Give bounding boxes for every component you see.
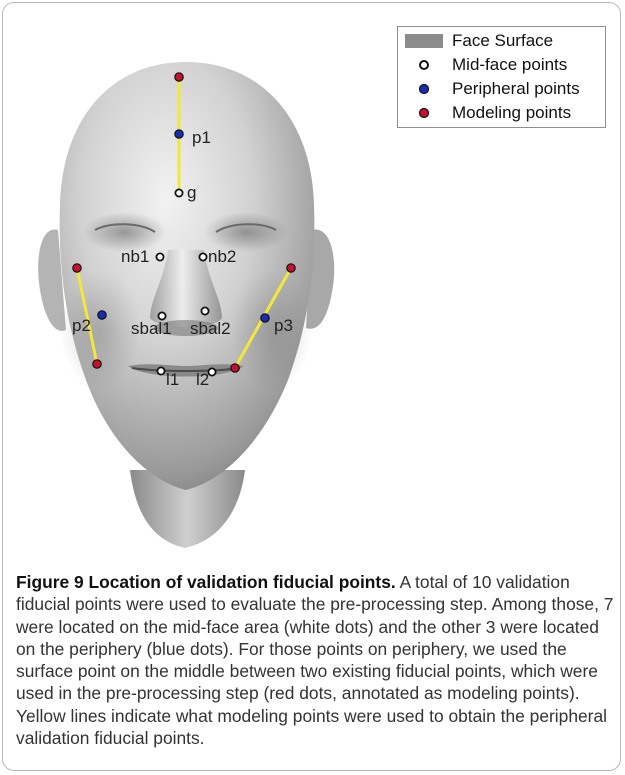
- caption-body: A total of 10 validation fiducial points…: [16, 572, 613, 748]
- figure-caption: Figure 9 Location of validation fiducial…: [16, 571, 616, 749]
- fiducial-point-rb: [231, 364, 239, 372]
- fiducial-point-nb2: [199, 253, 206, 260]
- label-nb1: nb1: [121, 247, 149, 266]
- label-sbal2: sbal2: [190, 319, 231, 338]
- face-surface-swatch-icon: [398, 30, 452, 52]
- white-dot-icon: [398, 54, 452, 76]
- label-p1: p1: [192, 128, 211, 147]
- fiducial-point-p3: [261, 314, 269, 322]
- fiducial-point-p2: [98, 311, 106, 319]
- label-g: g: [187, 183, 196, 202]
- legend-label: Face Surface: [452, 30, 553, 52]
- legend-label: Mid-face points: [452, 54, 567, 76]
- caption-title: Figure 9 Location of validation fiducial…: [16, 572, 396, 592]
- right-cheek-shade: [232, 270, 312, 390]
- fiducial-point-l2: [208, 368, 215, 375]
- fiducial-point-l1: [157, 367, 164, 374]
- label-l1: l1: [166, 370, 179, 389]
- fiducial-point-top: [175, 73, 183, 81]
- label-p3: p3: [274, 316, 293, 335]
- label-sbal1: sbal1: [131, 319, 172, 338]
- blue-dot-icon: [398, 78, 452, 100]
- label-p2: p2: [72, 316, 91, 335]
- legend: Face Surface Mid-face points Peripheral …: [397, 26, 606, 128]
- label-nb2: nb2: [208, 247, 236, 266]
- fiducial-point-g: [175, 189, 182, 196]
- fiducial-point-sbal2: [201, 307, 208, 314]
- red-dot-icon: [398, 102, 452, 124]
- fiducial-point-lb: [93, 360, 101, 368]
- fiducial-point-rt: [287, 264, 295, 272]
- fiducial-point-lt: [73, 264, 81, 272]
- label-l2: l2: [196, 370, 209, 389]
- legend-label: Modeling points: [452, 102, 571, 124]
- fiducial-point-p1: [175, 130, 183, 138]
- fiducial-point-nb1: [156, 253, 163, 260]
- legend-label: Peripheral points: [452, 78, 580, 100]
